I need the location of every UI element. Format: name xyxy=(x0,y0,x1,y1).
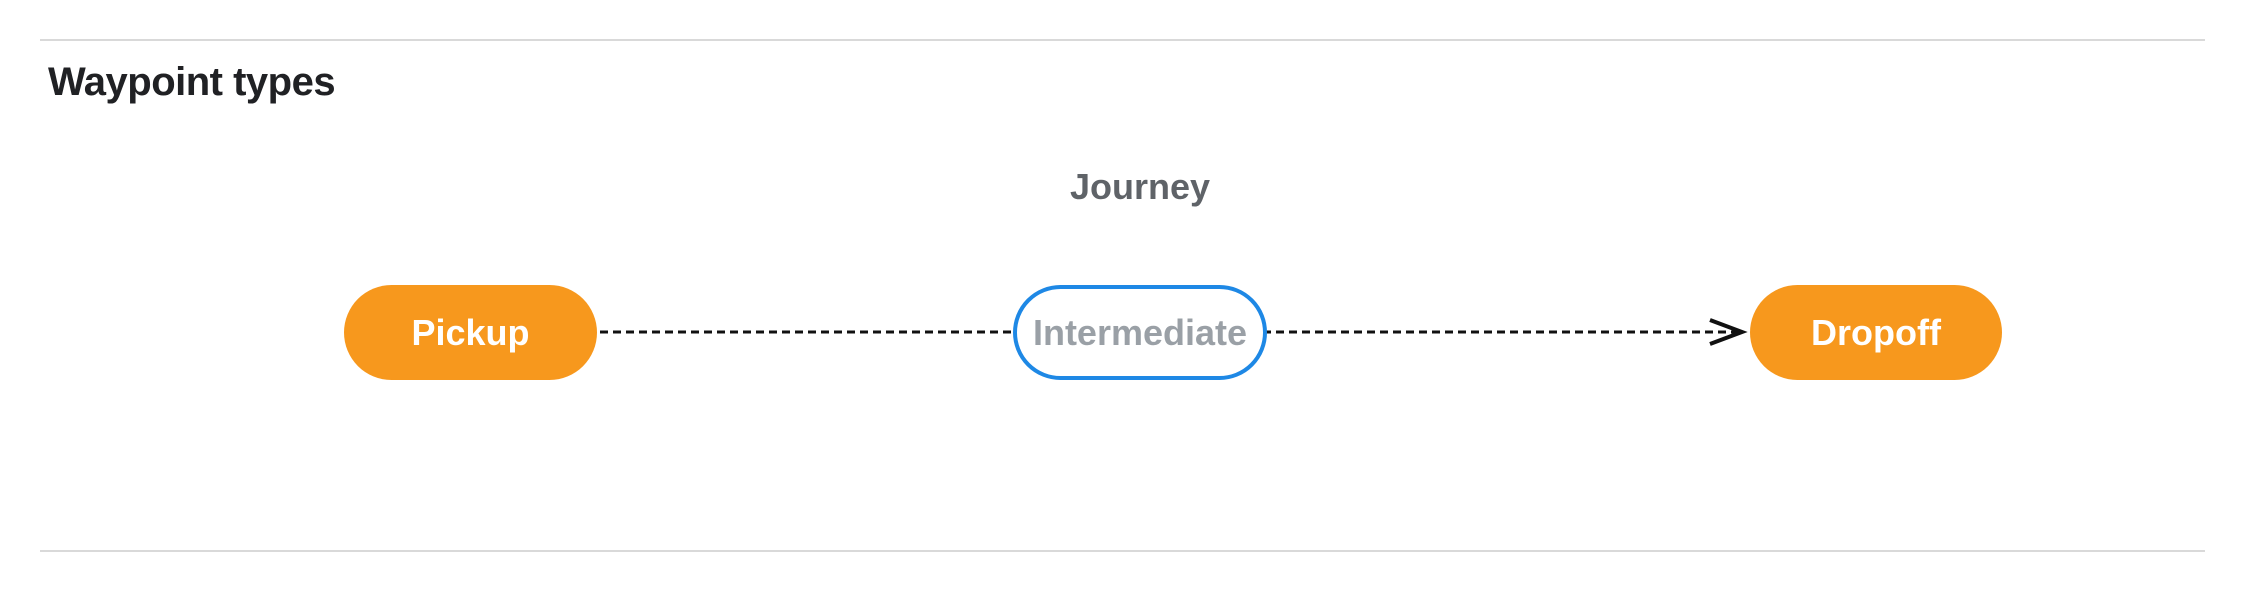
node-pickup: Pickup xyxy=(344,285,597,380)
node-pickup-label: Pickup xyxy=(411,311,530,353)
node-dropoff: Dropoff xyxy=(1750,285,2002,380)
journey-label: Journey xyxy=(1069,166,1211,207)
page-title: Waypoint types xyxy=(48,60,336,104)
node-dropoff-label: Dropoff xyxy=(1811,311,1941,353)
node-intermediate: Intermediate xyxy=(1013,285,1267,380)
arrow-right-icon xyxy=(1709,318,1748,346)
bottom-divider xyxy=(40,550,2205,552)
node-intermediate-label: Intermediate xyxy=(1032,311,1248,353)
top-divider xyxy=(40,39,2205,41)
